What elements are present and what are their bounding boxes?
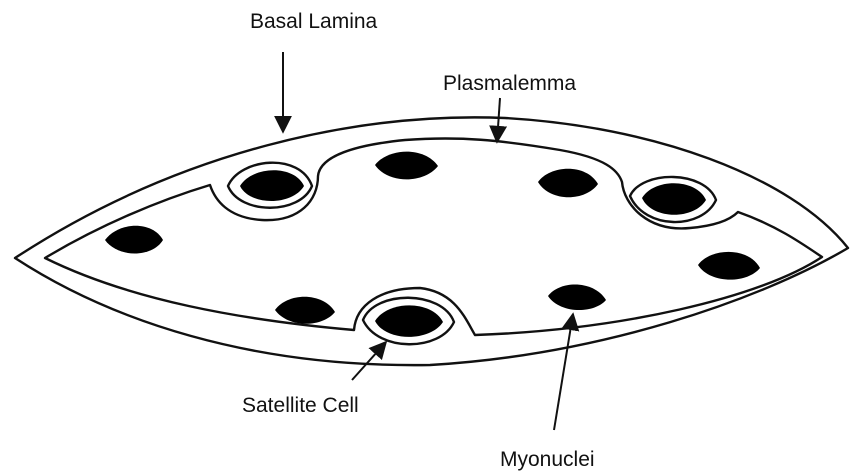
satellite-cell-nucleus	[240, 170, 304, 201]
satellite-cell-label: Satellite Cell	[242, 394, 359, 417]
basal-lamina-label: Basal Lamina	[250, 10, 378, 33]
plasmalemma-arrow	[497, 98, 500, 142]
satellite-cell-nucleus	[375, 305, 443, 337]
satellite-cell-arrow	[352, 342, 386, 380]
myonucleus	[275, 297, 335, 324]
satellite-cell-nucleus	[642, 183, 706, 215]
myonuclei-label: Myonuclei	[500, 448, 595, 471]
plasmalemma-label: Plasmalemma	[443, 72, 576, 95]
myonucleus	[375, 152, 438, 180]
myonucleus	[698, 252, 760, 280]
myonucleus	[105, 226, 163, 254]
myonucleus	[538, 169, 598, 198]
myonuclei-arrow	[554, 314, 573, 430]
myonucleus	[548, 284, 606, 310]
